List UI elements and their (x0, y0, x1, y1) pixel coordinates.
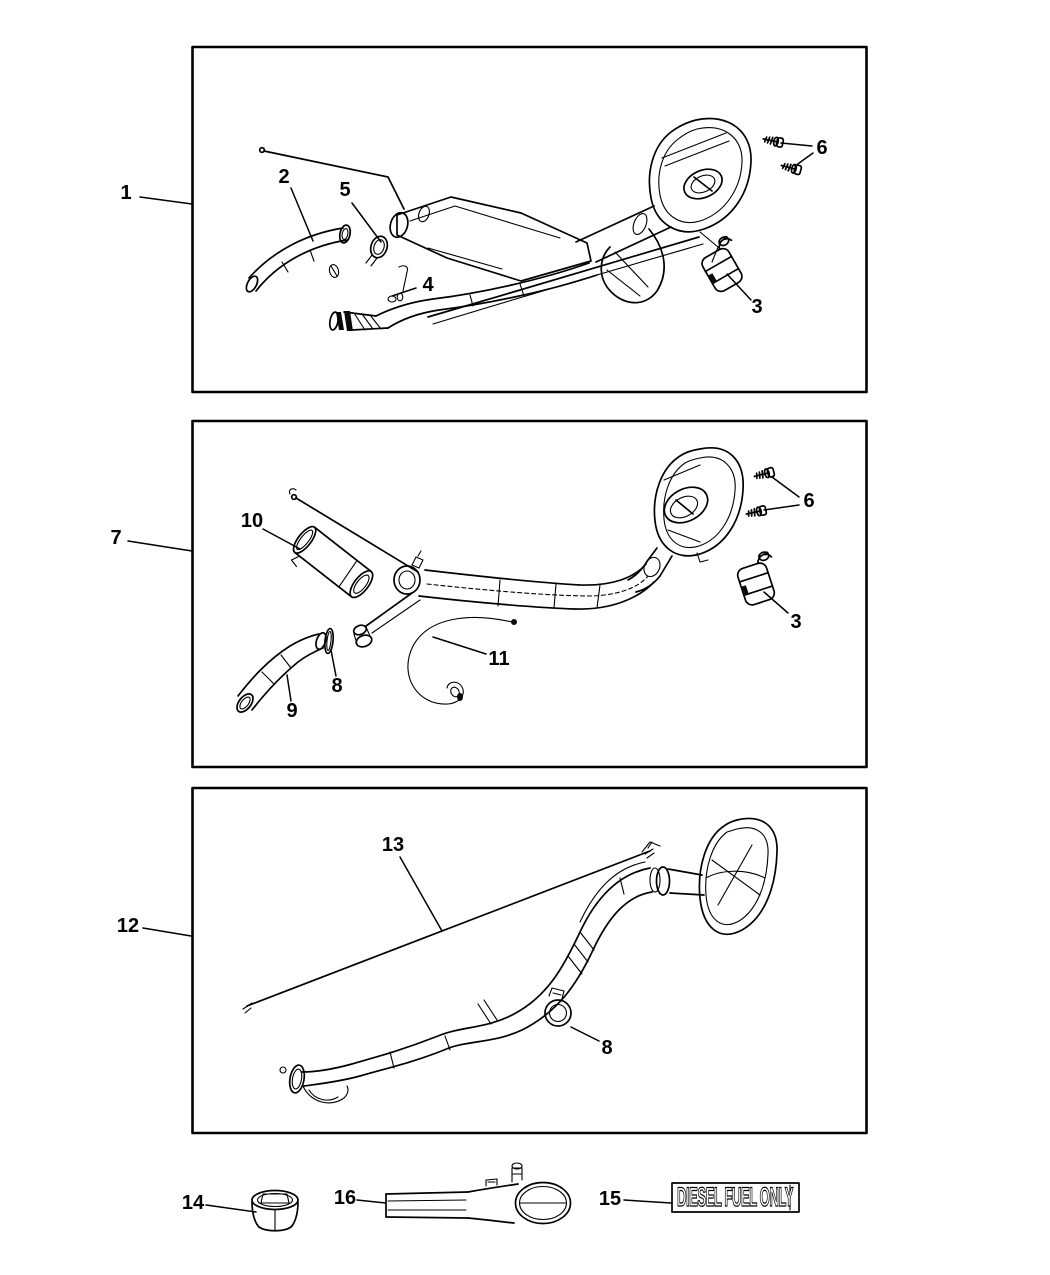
funnel-neck-3 (641, 841, 705, 896)
tether-strap-11 (407, 616, 517, 705)
callout-9-vent-hose: 9 (286, 700, 298, 722)
callout-4-retainer-clip: 4 (422, 274, 434, 296)
retainer-ring-1 (328, 264, 340, 278)
callout-13-support-rod: 13 (381, 834, 405, 856)
callout-11-tether-strap: 11 (488, 648, 510, 670)
callout-3-check-valve-b: 3 (790, 611, 802, 633)
support-rod-1 (258, 146, 405, 210)
heat-shield-1 (389, 196, 592, 282)
screws-6b (744, 466, 776, 520)
check-valve-3b (732, 549, 785, 608)
callout-7-assembly: 7 (110, 527, 122, 549)
callout-15-fuel-label: 15 (598, 1188, 622, 1210)
retainer-clip-4 (387, 265, 409, 303)
fill-tube-3 (279, 861, 653, 1104)
housing-neck-1 (575, 205, 719, 304)
filler-housing-2 (653, 447, 744, 563)
fill-tube-2 (418, 563, 655, 610)
assembly-2-drawing (236, 447, 785, 713)
check-valve-3a (694, 233, 753, 295)
vent-hose-9 (236, 631, 327, 713)
callout-8-seal-ring: 8 (331, 675, 343, 697)
filler-funnel-3 (698, 817, 778, 936)
diesel-fuel-only-text: DIESEL FUEL ONLY (677, 1182, 793, 1212)
filler-neck-drawing (385, 1162, 572, 1225)
diesel-label-drawing: DIESEL FUEL ONLY (671, 1181, 800, 1213)
filler-hose-2 (245, 224, 352, 293)
callout-6-screws-b: 6 (803, 490, 815, 512)
callout-8-worm-clamp: 8 (601, 1037, 613, 1059)
hose-clamp-5 (365, 235, 389, 267)
callout-5-hose-clamp: 5 (339, 179, 351, 201)
support-rod-13 (242, 848, 655, 1014)
support-rod-2 (288, 488, 419, 573)
callout-2-filler-hose: 2 (278, 166, 290, 188)
fill-tube-1 (328, 262, 598, 331)
sleeve-10 (290, 525, 374, 599)
leader-lines (127, 142, 814, 1213)
panel-2-frame (191, 419, 868, 769)
assembly-1-drawing (245, 117, 803, 331)
callout-16-filler-neck: 16 (333, 1187, 357, 1209)
callout-1-assembly: 1 (120, 182, 132, 204)
panel-3-frame (191, 786, 868, 1135)
callout-12-assembly: 12 (116, 915, 140, 937)
callout-6-screws-a: 6 (816, 137, 828, 159)
panel-1-frame (191, 45, 868, 394)
callout-10-sleeve: 10 (240, 510, 264, 532)
vent-branch-2 (352, 592, 421, 648)
filler-housing-1 (648, 117, 752, 233)
worm-clamp-8 (544, 987, 572, 1027)
assembly-3-drawing (242, 817, 778, 1104)
bushing-cap-drawing (251, 1189, 299, 1232)
callout-14-bushing-cap: 14 (181, 1192, 205, 1214)
screws-6a (761, 133, 803, 176)
callout-3-check-valve-a: 3 (751, 296, 763, 318)
